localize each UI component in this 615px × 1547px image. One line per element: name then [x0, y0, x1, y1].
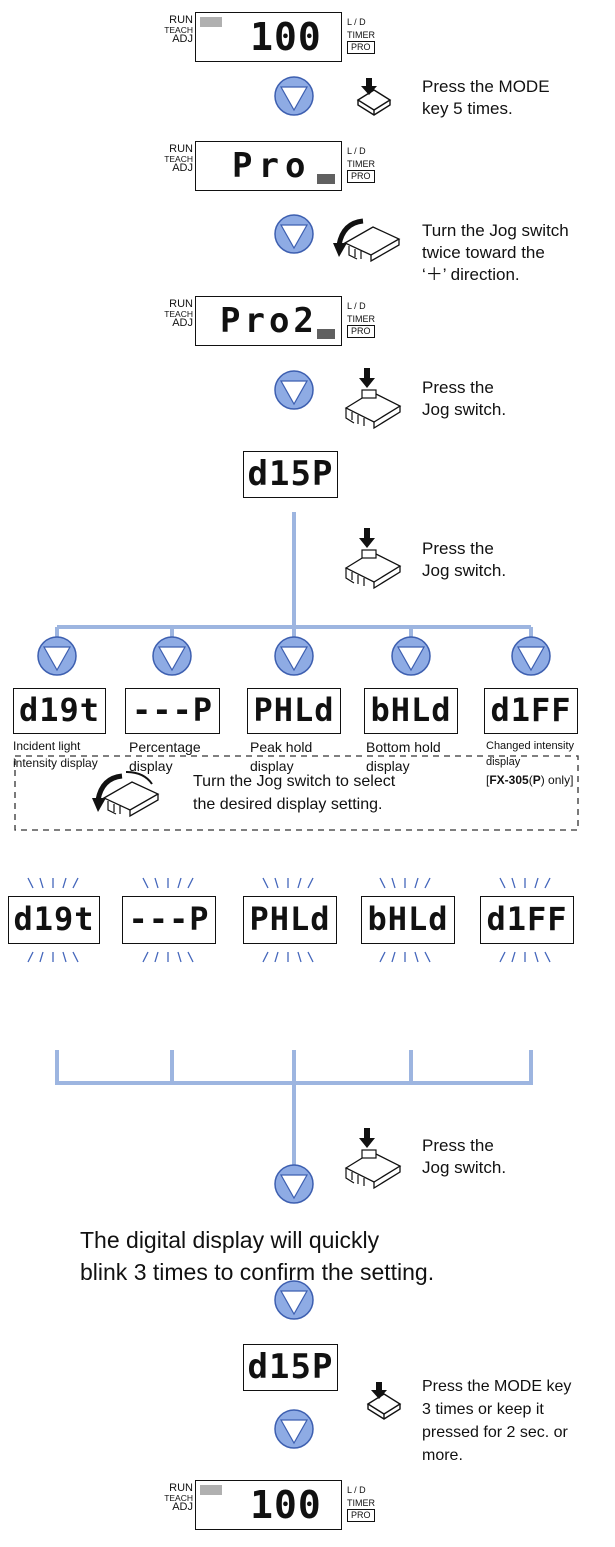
teach-label: TEACH	[164, 1493, 193, 1503]
adj-label: ADJ	[172, 33, 193, 45]
run-label: RUN	[169, 14, 193, 26]
pro-label: PRO	[347, 170, 375, 183]
controller-panel-start: RUN TEACH ADJ 100 L / D TIMER PRO	[160, 12, 410, 70]
down-arrow-icon	[274, 370, 314, 410]
note-paren-open: (	[528, 773, 533, 787]
option-caption-peak: Peak hold display	[250, 739, 313, 774]
down-arrow-icon	[274, 1409, 314, 1449]
down-arrow-icon	[274, 214, 314, 254]
blink-display-changed: d1FF	[480, 896, 574, 944]
teach-label: TEACH	[164, 25, 193, 35]
ld-label: L / D	[347, 146, 366, 156]
lcd-screen: 100	[195, 12, 342, 62]
down-arrow-icon	[37, 636, 77, 676]
down-arrow-icon	[274, 1280, 314, 1320]
note-p: P	[532, 773, 541, 787]
note-model: FX-305	[489, 773, 529, 787]
jog-press-icon	[344, 368, 402, 430]
adj-label: ADJ	[172, 317, 193, 329]
timer-label: TIMER	[347, 30, 375, 40]
option-caption-incident: Incident light intensity display	[13, 739, 98, 770]
option-caption-percentage: Percentage display	[129, 739, 201, 774]
adj-label: ADJ	[172, 162, 193, 174]
adj-label: ADJ	[172, 1501, 193, 1513]
lcd-value: 100	[250, 1483, 322, 1527]
lcd-value: Pro	[232, 146, 312, 186]
jog-press-icon	[344, 1128, 402, 1190]
lcd-screen: 100	[195, 1480, 342, 1530]
mode-key-icon	[356, 78, 392, 116]
option-display-changed: d1FF	[484, 688, 578, 734]
jog-press-icon	[344, 528, 402, 590]
note-suffix: ) only]	[540, 773, 574, 787]
selection-box	[14, 755, 579, 831]
blink-display-peak: PHLd	[243, 896, 337, 944]
run-label: RUN	[169, 1482, 193, 1494]
down-arrow-icon	[511, 636, 551, 676]
indicator-bar	[200, 17, 222, 27]
indicator-bar	[200, 1485, 222, 1495]
model-note: [FX-305(P) only]	[486, 772, 573, 788]
mode-key-icon	[366, 1382, 402, 1420]
select-instruction: Turn the Jog switch to select the desire…	[193, 773, 396, 813]
ld-label: L / D	[347, 17, 366, 27]
option-caption-bottom: Bottom hold display	[366, 739, 441, 774]
indicator-bar	[317, 329, 335, 339]
blink-rays-2	[142, 877, 194, 963]
option-display-bottom: bHLd	[364, 688, 458, 734]
step-instruction-6: Press the MODE key 3 times or keep it pr…	[422, 1378, 572, 1464]
disp-display-final: d15P	[243, 1344, 338, 1391]
blink-rays-5	[499, 877, 551, 963]
lcd-value: Pro2	[220, 301, 318, 341]
down-arrow-icon	[274, 636, 314, 676]
timer-label: TIMER	[347, 1498, 375, 1508]
note-prefix: [	[486, 773, 490, 787]
pro-label: PRO	[347, 1509, 375, 1522]
step-instruction-2: Turn the Jog switch twice toward the ‘＋’…	[422, 221, 569, 284]
ld-label: L / D	[347, 301, 366, 311]
blink-display-incident: d19t	[8, 896, 100, 944]
option-display-incident: d19t	[13, 688, 106, 734]
step-instruction-4: Press the Jog switch.	[422, 539, 507, 580]
indicator-bar	[317, 174, 335, 184]
blink-rays	[27, 877, 551, 963]
option-display-percentage: ---P	[125, 688, 220, 734]
disp-display: d15P	[243, 451, 338, 498]
step-instruction-3: Press the Jog switch.	[422, 378, 507, 419]
step-instruction-1: Press the MODE key 5 times.	[422, 77, 550, 118]
option-display-peak: PHLd	[247, 688, 341, 734]
down-arrow-icon	[274, 76, 314, 116]
down-arrows	[37, 76, 551, 1449]
teach-label: TEACH	[164, 154, 193, 164]
blink-display-bottom: bHLd	[361, 896, 455, 944]
lcd-value: 100	[250, 15, 322, 59]
option-caption-changed: Changed intensity display	[486, 740, 575, 768]
blink-display-percentage: ---P	[122, 896, 216, 944]
jog-turn-icon	[92, 771, 160, 818]
confirm-text: The digital display will quickly blink 3…	[80, 1227, 435, 1285]
down-arrow-icon	[152, 636, 192, 676]
run-label: RUN	[169, 298, 193, 310]
pro-label: PRO	[347, 325, 375, 338]
blink-rays-1	[27, 877, 79, 963]
run-label: RUN	[169, 143, 193, 155]
ld-label: L / D	[347, 1485, 366, 1495]
lcd-screen: Pro	[195, 141, 342, 191]
controller-panel-pro: RUN TEACH ADJ Pro L / D TIMER PRO	[160, 141, 410, 199]
timer-label: TIMER	[347, 314, 375, 324]
pro-label: PRO	[347, 41, 375, 54]
controller-panel-end: RUN TEACH ADJ 100 L / D TIMER PRO	[160, 1480, 410, 1538]
down-arrow-icon	[274, 1164, 314, 1204]
teach-label: TEACH	[164, 309, 193, 319]
timer-label: TIMER	[347, 159, 375, 169]
blink-rays-3	[262, 877, 314, 963]
controller-panel-pro2: RUN TEACH ADJ Pro2 L / D TIMER PRO	[160, 296, 410, 354]
lcd-screen: Pro2	[195, 296, 342, 346]
down-arrow-icon	[391, 636, 431, 676]
blink-rays-4	[379, 877, 431, 963]
step-instruction-5: Press the Jog switch.	[422, 1136, 507, 1177]
jog-turn-icon	[333, 218, 401, 263]
